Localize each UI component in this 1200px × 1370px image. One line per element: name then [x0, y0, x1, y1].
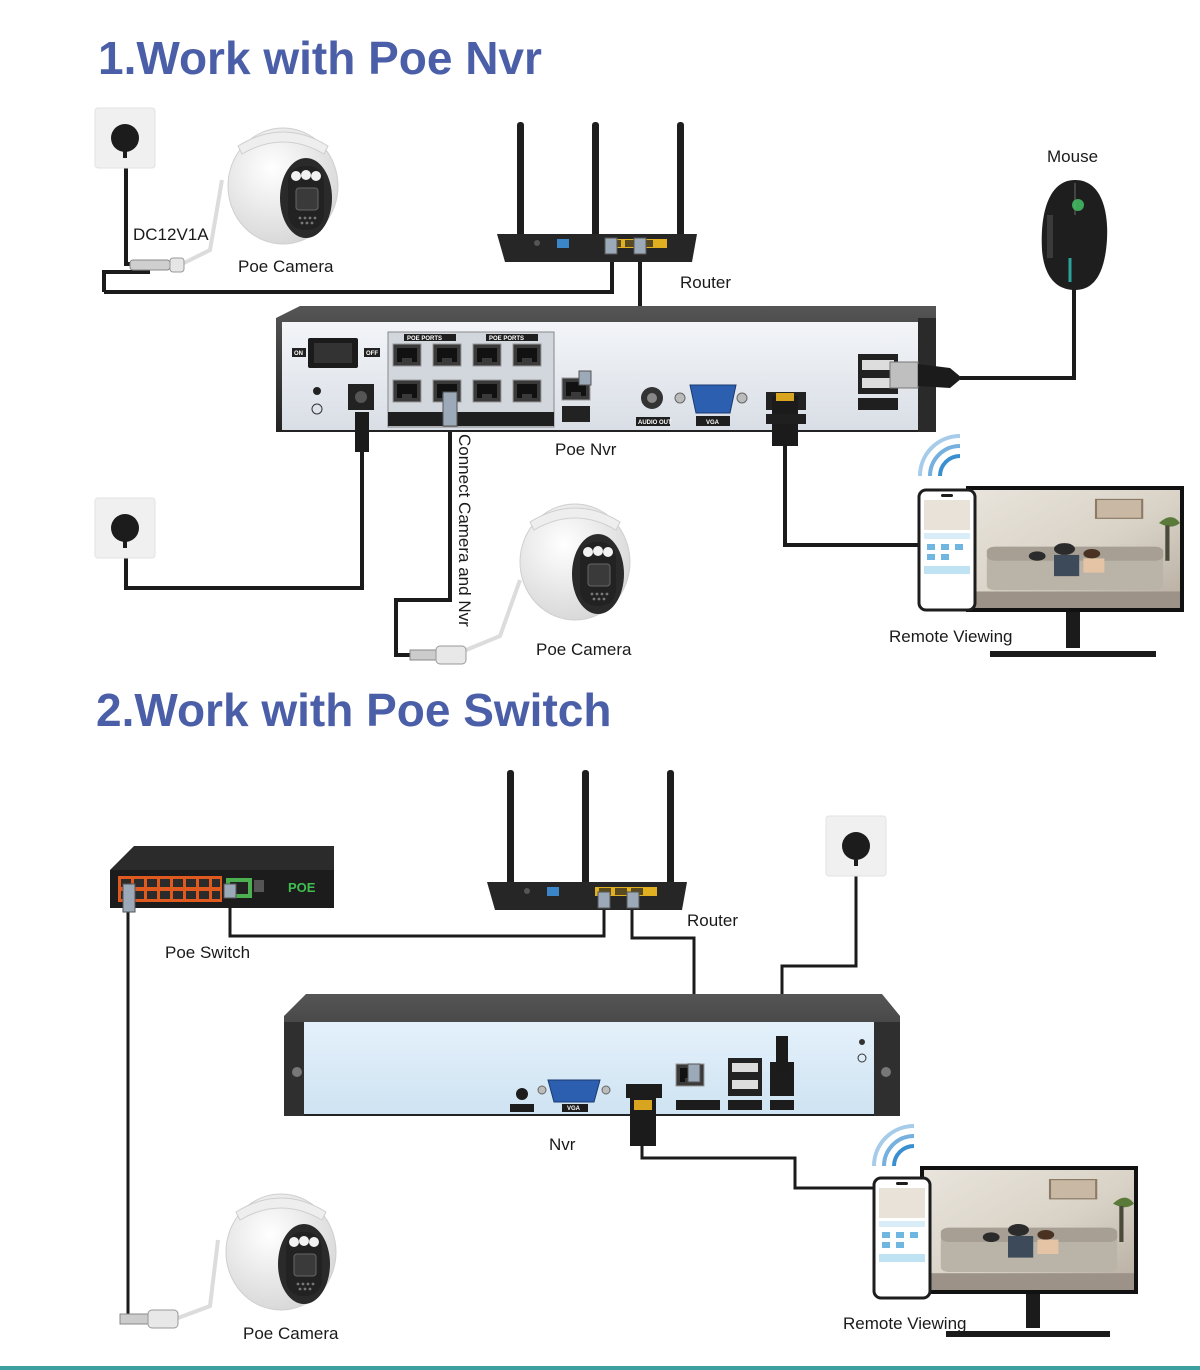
hdmi-to-monitor-2	[640, 1145, 880, 1190]
poe-port[interactable]	[512, 379, 542, 403]
label-router-2: Router	[687, 911, 738, 930]
off-label-box	[364, 348, 380, 357]
label-remote-1: Remote Viewing	[889, 627, 1012, 646]
label-vga-2: VGA	[567, 1106, 581, 1112]
usb-plug-icon	[889, 361, 919, 389]
camera-pigtail-2	[177, 1239, 220, 1320]
router-icon	[497, 122, 697, 262]
label-router-1: Router	[680, 273, 731, 292]
rj45-plug-icon	[223, 883, 237, 899]
label-mouse: Mouse	[1047, 147, 1098, 166]
usb-icon	[858, 398, 898, 410]
label-camera-bottom: Poe Camera	[536, 640, 632, 659]
wifi-icon	[872, 1124, 916, 1168]
bottom-accent-line	[0, 1366, 1200, 1370]
lan-to-router-1	[104, 250, 614, 294]
label-remote-2: Remote Viewing	[843, 1314, 966, 1333]
label-audio-out: AUDIO OUT	[638, 420, 672, 426]
usb-to-mouse	[960, 275, 1076, 380]
rj45-connector-icon	[409, 645, 467, 665]
dome-camera-icon	[225, 1193, 337, 1311]
dome-camera-icon	[227, 127, 339, 245]
vga-port[interactable]	[689, 384, 737, 414]
mouse-icon	[1041, 180, 1108, 290]
rj45-plug-icon	[633, 237, 647, 255]
poe-port[interactable]	[472, 343, 502, 367]
poe-port[interactable]	[432, 343, 462, 367]
label-nvr-1: Poe Nvr	[555, 440, 617, 459]
switch-to-camera	[126, 910, 150, 1322]
rj45-plug-icon	[626, 891, 640, 909]
ground-icon	[311, 403, 323, 415]
power-outlet-icon	[94, 497, 156, 559]
power-outlet-icon	[825, 815, 887, 877]
nvr-icon: ON OFF POE PORTS POE PORTS AUDIO OUT	[276, 306, 962, 446]
poe-port[interactable]	[392, 379, 422, 403]
poe-port[interactable]	[512, 343, 542, 367]
smartphone-icon	[872, 1176, 932, 1300]
network-icon	[562, 406, 590, 422]
dc-plug-icon	[355, 412, 369, 452]
dc-connector-icon	[129, 257, 185, 273]
vga-port[interactable]	[547, 1079, 601, 1103]
wifi-icon	[918, 434, 962, 478]
label-power-rating: DC12V1A	[133, 225, 209, 244]
rj45-plug-icon	[604, 237, 618, 255]
rj45-plug-icon	[442, 391, 458, 427]
rj45-plug-icon	[122, 883, 136, 913]
nvr-to-camera-bottom	[394, 420, 452, 657]
section1-cables	[102, 140, 1076, 657]
label-poe-ports-2: POE PORTS	[489, 336, 524, 342]
rj45-connector-icon	[119, 1309, 179, 1329]
label-on: ON	[294, 351, 303, 357]
section1-title: 1.Work with Poe Nvr	[98, 32, 542, 84]
nvr-icon: VGA	[284, 994, 900, 1116]
label-poe-ports-1: POE PORTS	[407, 336, 442, 342]
rj45-plug-icon	[597, 891, 611, 909]
monitor-icon	[920, 1166, 1138, 1337]
rj45-plug-icon	[687, 1063, 701, 1083]
camera-pigtail-top	[177, 179, 224, 268]
section2-title: 2.Work with Poe Switch	[96, 684, 611, 736]
power-outlet-icon	[94, 107, 156, 169]
hdmi-port[interactable]	[626, 1084, 662, 1098]
camera-lan-top	[102, 270, 150, 292]
switch-badge: POE	[288, 880, 316, 895]
poe-port[interactable]	[392, 343, 422, 367]
power-cable-nvr	[124, 420, 364, 590]
reset-hole	[313, 387, 321, 395]
switch-to-router	[228, 895, 606, 938]
dome-camera-icon	[519, 503, 631, 621]
label-camera-top: Poe Camera	[238, 257, 334, 276]
rj45-plug-icon	[578, 370, 592, 386]
label-vga: VGA	[706, 420, 720, 426]
label-poe-switch: Poe Switch	[165, 943, 250, 962]
audio-jack[interactable]	[516, 1088, 528, 1100]
poe-port[interactable]	[472, 379, 502, 403]
router-icon	[487, 770, 687, 910]
dc-plug-icon	[776, 1036, 788, 1072]
label-off: OFF	[366, 351, 378, 357]
camera-pigtail-bottom	[465, 579, 522, 652]
monitor-icon	[966, 486, 1184, 657]
label-camera-2: Poe Camera	[243, 1324, 339, 1343]
on-label-box	[292, 348, 306, 357]
poe-switch-icon: POE	[110, 846, 334, 908]
hdmi-to-monitor	[783, 440, 920, 547]
smartphone-icon	[917, 488, 977, 612]
label-nvr-2: Nvr	[549, 1135, 576, 1154]
label-connect-camera-nvr: Connect Camera and Nvr	[455, 434, 474, 627]
